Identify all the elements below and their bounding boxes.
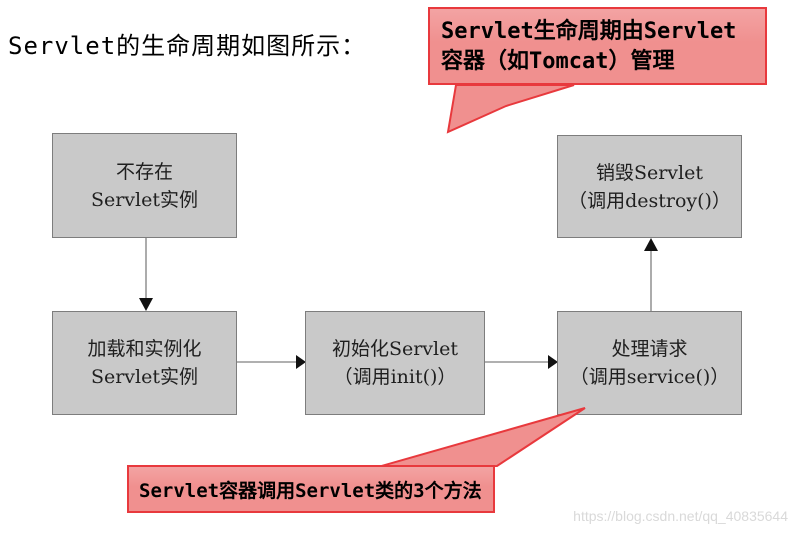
node-load-instantiate: 加载和实例化 Servlet实例 <box>52 311 237 415</box>
node-label-line: （调用service()） <box>569 366 730 388</box>
arrowhead-up-icon <box>644 238 658 251</box>
node-handle-request: 处理请求 （调用service()） <box>557 311 742 415</box>
callout-text-line: Servlet生命周期由Servlet <box>441 19 737 44</box>
node-label-line: 处理请求 <box>611 338 688 360</box>
node-label-line: 初始化Servlet <box>331 338 459 360</box>
arrowhead-down-icon <box>139 298 153 311</box>
callout-lifecycle-managed-by-container: Servlet生命周期由Servlet 容器（如Tomcat）管理 <box>428 7 767 85</box>
node-label-line: （调用init()） <box>333 366 457 388</box>
callout-text-line: 容器（如Tomcat）管理 <box>441 49 675 74</box>
page-title: Servlet的生命周期如图所示： <box>8 32 367 60</box>
top-callout-tail <box>446 84 575 134</box>
node-label-line: Servlet实例 <box>90 188 199 211</box>
callout-container-calls-three-methods: Servlet容器调用Servlet类的3个方法 <box>127 465 495 513</box>
node-label-line: 不存在 <box>115 160 173 183</box>
node-label-line: （调用destroy()） <box>568 189 731 212</box>
arrowhead-right-icon <box>296 355 306 369</box>
node-destroy-servlet: 销毁Servlet （调用destroy()） <box>557 135 742 238</box>
node-label-line: Servlet实例 <box>90 366 199 388</box>
callout-text-line: Servlet容器调用Servlet类的3个方法 <box>139 479 482 502</box>
node-label-line: 销毁Servlet <box>595 161 704 184</box>
bottom-callout-tail <box>377 407 586 468</box>
node-label-line: 加载和实例化 <box>87 338 202 360</box>
watermark: https://blog.csdn.net/qq_40835644 <box>573 508 788 524</box>
node-no-instance: 不存在 Servlet实例 <box>52 133 237 238</box>
node-init-servlet: 初始化Servlet （调用init()） <box>305 311 485 415</box>
arrowhead-right-icon <box>548 355 558 369</box>
